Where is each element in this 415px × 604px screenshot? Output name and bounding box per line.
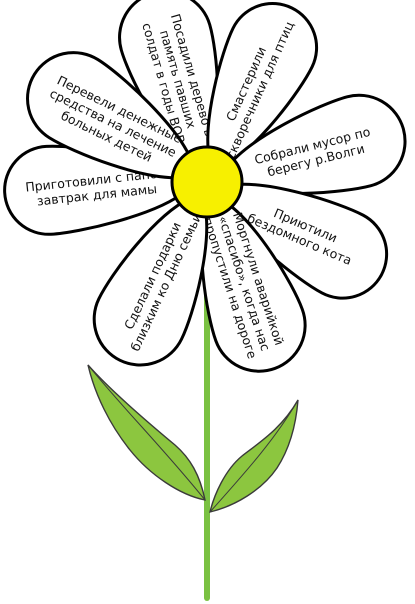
petal-shape [220,182,389,300]
petal-4 [220,182,389,300]
petal-6 [92,196,209,367]
right-leaf-vein [209,399,299,513]
petal-1 [118,0,220,165]
petal-shape [26,51,195,180]
petal-5 [200,198,307,373]
petals-group: Посадили дерево впамять павшихсолдат в г… [3,0,407,373]
petal-shape [224,93,407,195]
petal-shape [92,196,209,367]
petal-3 [224,93,407,195]
petal-2 [206,2,319,168]
petal-8 [26,51,195,180]
petal-shape [200,198,307,373]
right-leaf [209,399,299,513]
left-leaf-vein [87,364,206,501]
petal-shape [118,0,220,165]
petal-shape [206,2,319,168]
stem-group [87,212,299,601]
flower-center [170,145,244,219]
